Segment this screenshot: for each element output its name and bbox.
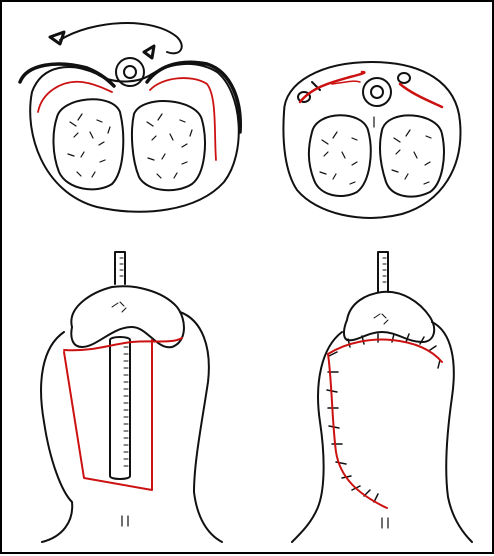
cross-section-before xyxy=(20,23,240,212)
suture-knot-right xyxy=(398,73,410,83)
urethra-inner-after xyxy=(371,86,383,98)
corpus-right xyxy=(132,101,205,190)
shaft-base-marks xyxy=(122,516,128,526)
glans-outline-right xyxy=(344,292,434,342)
corpus-left-after-texture xyxy=(320,132,357,184)
suture-stitches xyxy=(327,334,440,502)
rotation-arc-arrow xyxy=(60,23,182,53)
corpus-left-after xyxy=(309,115,371,196)
arrow-head-left xyxy=(50,32,64,44)
incision-line-right xyxy=(150,78,216,160)
retracted-skin-edge xyxy=(20,62,240,132)
base-marks-right xyxy=(382,518,388,528)
shaft-outline-right xyxy=(180,312,222,542)
urethra-inner xyxy=(124,66,136,78)
flap-incision xyxy=(41,252,222,542)
shaft-outline-left xyxy=(41,332,72,542)
flap-incision-outline xyxy=(64,338,182,490)
cross-section-after xyxy=(283,62,460,218)
corpus-left xyxy=(53,99,123,189)
shaft-outline-right-right xyxy=(432,322,472,542)
sutured-incision-line xyxy=(328,340,442,508)
urethra-outer-after xyxy=(363,78,391,106)
arrow-head-right xyxy=(144,46,154,58)
catheter-ticks xyxy=(124,347,128,466)
catheter-tube-top-ticks xyxy=(120,258,123,276)
glans-meatus-marks xyxy=(112,302,126,312)
catheter-shaft xyxy=(110,337,130,479)
corpus-right-texture xyxy=(147,114,192,178)
glans-right-marks xyxy=(374,314,388,324)
corpus-right-after xyxy=(380,115,444,196)
incision-line-left xyxy=(38,82,112,112)
corpus-left-texture xyxy=(68,114,110,177)
catheter-tube-top-right-ticks xyxy=(383,258,386,282)
catheter-tube-top xyxy=(115,252,125,284)
sutured-closure xyxy=(292,252,472,542)
corpus-right-after-texture xyxy=(392,130,431,184)
